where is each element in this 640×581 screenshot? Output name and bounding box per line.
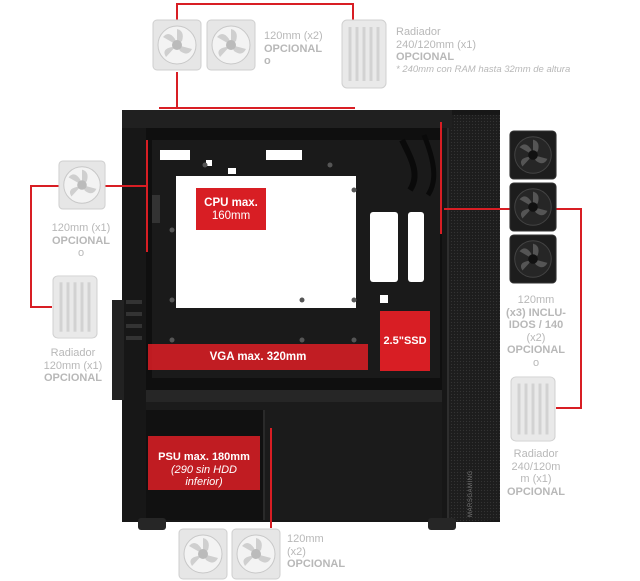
front-radiator-label: Radiador 240/120m m (x1) OPCIONAL [496,448,576,498]
top-fans-optional: OPCIONAL [264,43,323,56]
top-radiator-title: Radiador [396,26,570,39]
cpu-label-line1: CPU max. [196,197,266,210]
top-radiator-size: 240/120mm (x1) [396,39,570,52]
psu-label-line2: (290 sin HDD [148,464,260,477]
bottom-fans-label: 120mm (x2) OPCIONAL [287,533,345,571]
vga-clearance-bar: VGA max. 320mm [148,344,368,370]
fan-icon [58,160,106,210]
left-radiator-size: 120mm (x1) [28,360,118,373]
cpu-clearance-box: CPU max. 160mm [196,188,266,230]
fan-icon [152,19,202,71]
vga-label: VGA max. 320mm [210,351,307,363]
front-fans-optional: OPCIONAL [496,344,576,357]
front-fans-or: o [496,357,576,370]
brand-logo: MARSGAMING [468,470,474,517]
psu-label-line3: inferior) [148,476,260,489]
top-radiator-note: * 240mm con RAM hasta 32mm de altura [396,64,570,77]
front-fans-included-1: (x3) INCLU- [496,307,576,320]
cpu-label-line2: 160mm [196,210,266,223]
fan-icon [508,130,558,180]
top-fans-size: 120mm (x2) [264,30,323,43]
radiator-icon [510,376,556,442]
ssd-bay-box: 2.5"SSD [380,311,430,371]
bottom-fans-optional: OPCIONAL [287,558,345,571]
psu-clearance-box: PSU max. 180mm (290 sin HDD inferior) [148,436,260,490]
fan-icon [206,19,256,71]
fan-icon [508,234,558,284]
brand-wrapper: MARSGAMING [468,455,478,525]
left-fan-or: o [36,247,126,260]
fan-icon [231,528,281,580]
fan-icon [508,182,558,232]
psu-label-line1: PSU max. 180mm [148,451,260,464]
top-radiator-label: Radiador 240/120mm (x1) OPCIONAL * 240mm… [396,26,570,76]
fan-icon [178,528,228,580]
case-foot [138,518,166,530]
front-fans-included-2: IDOS / 140 [496,319,576,332]
radiator-icon [52,275,98,339]
radiator-icon [341,19,387,89]
front-fans-label: 120mm (x3) INCLU- IDOS / 140 (x2) OPCION… [496,294,576,369]
left-radiator-title: Radiador [28,347,118,360]
left-fan-optional: OPCIONAL [36,235,126,248]
bottom-fans-size: 120mm [287,533,345,546]
left-radiator-label: Radiador 120mm (x1) OPCIONAL [28,347,118,385]
front-radiator-size-2: m (x1) [496,473,576,486]
front-fans-count: (x2) [496,332,576,345]
top-fans-label: 120mm (x2) OPCIONAL o [264,30,323,68]
left-fan-size: 120mm (x1) [36,222,126,235]
case-foot [428,518,456,530]
top-fans-or: o [264,55,323,68]
front-radiator-optional: OPCIONAL [496,486,576,499]
left-fan-label: 120mm (x1) OPCIONAL o [36,222,126,260]
front-radiator-size-1: 240/120m [496,461,576,474]
bottom-fans-count: (x2) [287,546,345,559]
left-radiator-optional: OPCIONAL [28,372,118,385]
front-fans-size: 120mm [496,294,576,307]
top-radiator-optional: OPCIONAL [396,51,570,64]
front-radiator-title: Radiador [496,448,576,461]
ssd-label: 2.5"SSD [383,335,426,347]
